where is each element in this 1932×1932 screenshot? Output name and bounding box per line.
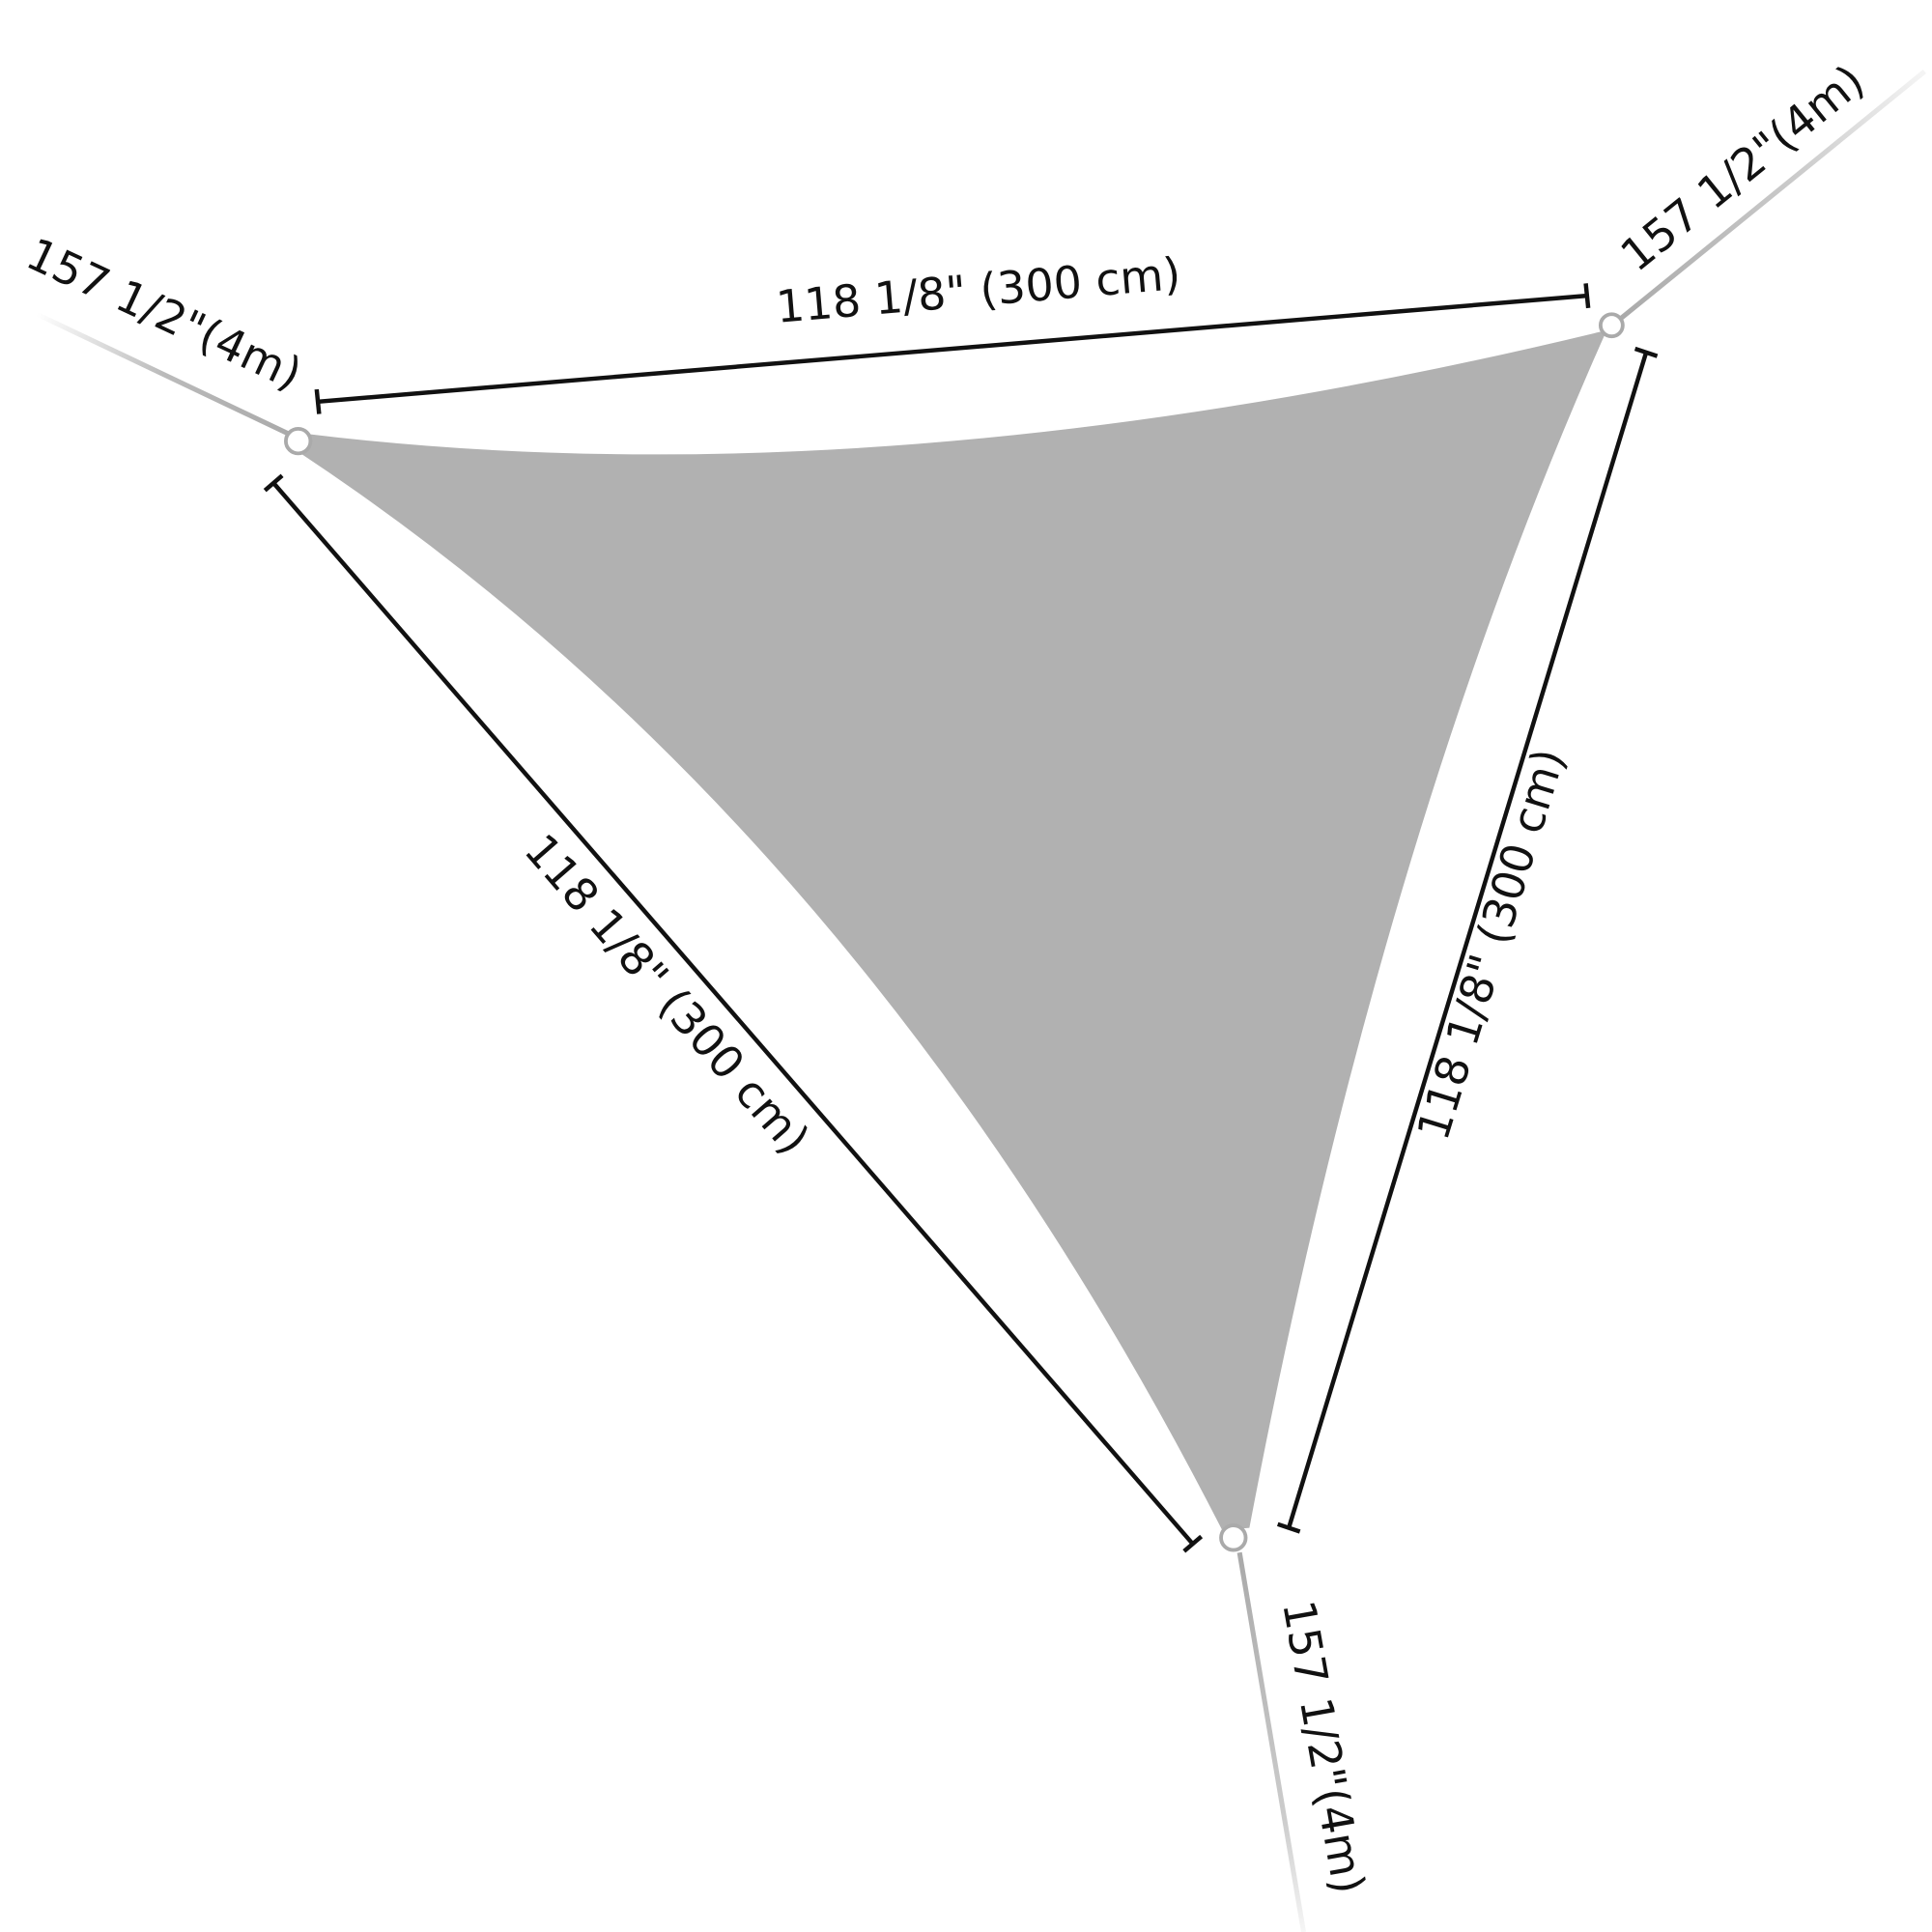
sail-triangle [300, 329, 1607, 1531]
rope-label-top-right: 157 1/2"(4m) [1610, 54, 1874, 281]
corner-ring-left [284, 426, 313, 456]
dimension-right [1276, 346, 1659, 1534]
rope-bottom [1236, 1551, 1307, 1932]
dimension-left [263, 473, 1204, 1553]
rope-top-right [1619, 70, 1926, 321]
dimension-top [314, 283, 1591, 414]
side-label-left: 118 1/8" (300 cm) [515, 824, 820, 1164]
corner-ring-top-right [1598, 312, 1625, 339]
side-label-top: 118 1/8" (300 cm) [774, 247, 1182, 333]
side-label-right: 118 1/8" (300 cm) [1406, 743, 1575, 1146]
rope-left [36, 311, 290, 437]
corner-ring-bottom [1219, 1523, 1248, 1552]
